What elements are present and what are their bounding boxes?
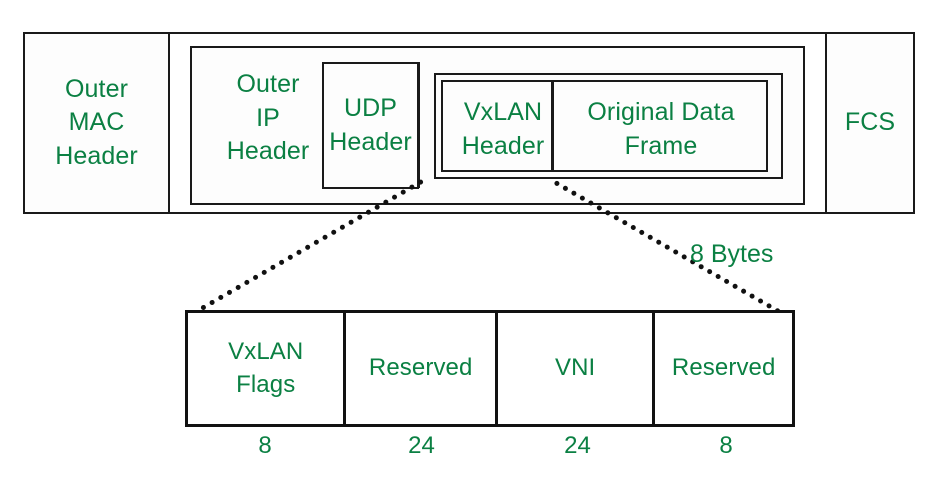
field-cell-vxlan-flags[interactable]: VxLAN Flags (188, 313, 347, 424)
field-label-reserved-2: Reserved (671, 354, 776, 382)
bit-width-vni: 24 (564, 432, 591, 459)
vxlan-header-label: VxLAN Header (461, 98, 545, 160)
outer-mac-header-box[interactable]: Outer MAC Header (23, 32, 170, 214)
bit-width-reserved-2: 8 (719, 432, 733, 459)
field-cell-vni[interactable]: VNI (497, 313, 656, 424)
bit-width-reserved-1: 24 (408, 432, 435, 459)
vxlan-payload-outer-border (434, 73, 783, 179)
original-data-frame-label: Original Data Frame (587, 98, 735, 160)
fcs-label: FCS (844, 108, 896, 137)
outer-mac-header-label: Outer MAC Header (55, 74, 138, 170)
field-label-vxlan-flags: VxLAN Flags (228, 338, 304, 398)
vxlan-data-divider (551, 80, 554, 172)
field-label-vni: VNI (555, 354, 596, 382)
outer-ip-header-label: Outer IP Header (226, 70, 310, 165)
field-cell-reserved-1[interactable]: Reserved (346, 313, 498, 424)
field-cell-reserved-2[interactable]: Reserved (655, 313, 792, 424)
vxlan-header-field-table: VxLAN Flags Reserved VNI Reserved (185, 310, 795, 427)
udp-payload-divider (417, 62, 420, 188)
vxlan-header-bit-widths: 8 24 24 8 (185, 432, 795, 468)
vxlan-payload-box: VxLAN Header Original Data Frame (441, 80, 768, 172)
callout-size-label: 8 Bytes (690, 240, 774, 268)
fcs-box[interactable]: FCS (825, 32, 915, 214)
udp-header-box[interactable]: UDP Header (322, 62, 419, 189)
bit-width-vxlan-flags: 8 (258, 432, 272, 459)
udp-header-label: UDP Header (329, 94, 412, 156)
field-label-reserved-1: Reserved (368, 354, 473, 382)
